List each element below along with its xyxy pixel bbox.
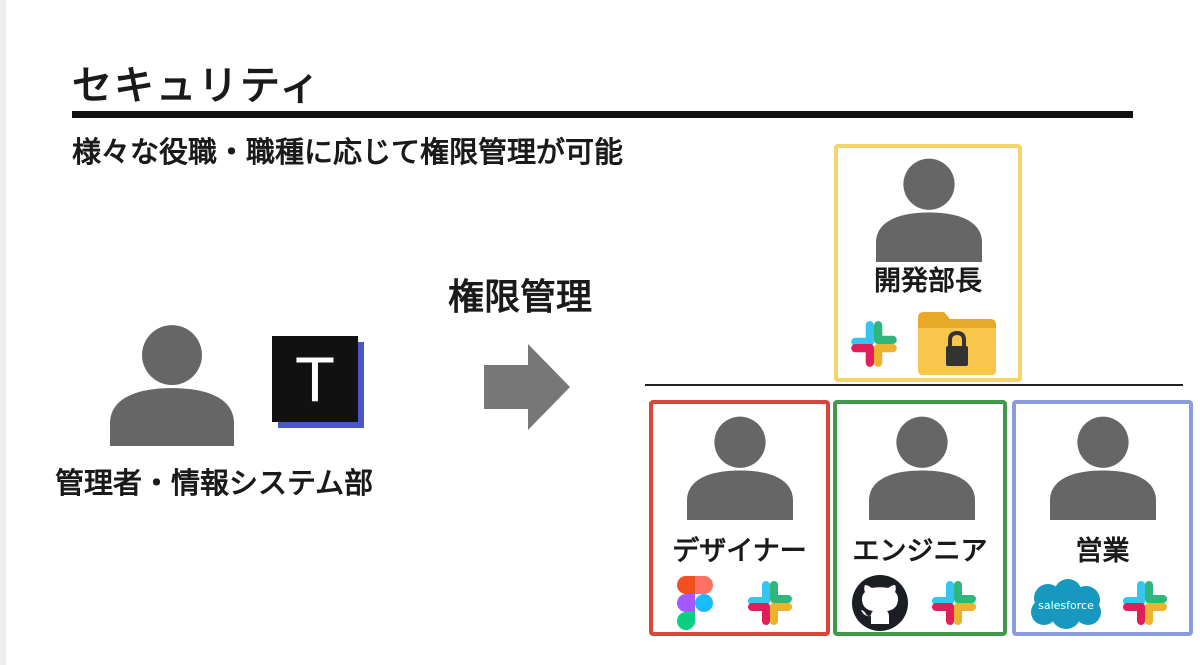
t-logo-letter: T bbox=[296, 346, 334, 416]
salesforce-wordmark: salesforce bbox=[1038, 599, 1094, 612]
github-icon bbox=[852, 575, 908, 631]
title-rule bbox=[72, 111, 1133, 118]
role-label-designer: デザイナー bbox=[672, 536, 807, 567]
designer-person-icon bbox=[687, 414, 793, 520]
locked-folder-icon bbox=[918, 312, 996, 375]
role-card-manager: 開発部長 bbox=[834, 144, 1022, 382]
slack-icon bbox=[1118, 576, 1172, 630]
arrow-right-icon bbox=[484, 344, 570, 434]
engineer-person-icon bbox=[869, 414, 975, 520]
slide-title: セキュリティ bbox=[72, 63, 322, 109]
salesforce-icon: salesforce bbox=[1031, 579, 1101, 629]
slack-icon bbox=[846, 316, 902, 372]
role-label-sales: 営業 bbox=[1075, 536, 1130, 567]
role-label-manager: 開発部長 bbox=[874, 266, 982, 297]
admin-person-icon bbox=[110, 322, 234, 446]
t-logo-icon: T bbox=[272, 336, 364, 428]
left-edge-strip bbox=[0, 0, 6, 665]
slide-subtitle: 様々な役職・職種に応じて権限管理が可能 bbox=[72, 135, 624, 169]
role-label-engineer: エンジニア bbox=[852, 536, 988, 567]
sales-person-icon bbox=[1050, 414, 1156, 520]
figma-icon bbox=[677, 576, 713, 630]
hierarchy-divider bbox=[645, 384, 1183, 386]
permission-label: 権限管理 bbox=[448, 277, 593, 318]
slack-icon bbox=[927, 576, 981, 630]
slack-icon bbox=[743, 576, 797, 630]
role-card-designer: デザイナー bbox=[649, 400, 830, 636]
role-card-engineer: エンジニア bbox=[833, 400, 1007, 636]
manager-person-icon bbox=[876, 156, 982, 262]
admin-label: 管理者・情報システム部 bbox=[55, 466, 374, 500]
role-card-sales: 営業 salesforce bbox=[1012, 400, 1193, 636]
